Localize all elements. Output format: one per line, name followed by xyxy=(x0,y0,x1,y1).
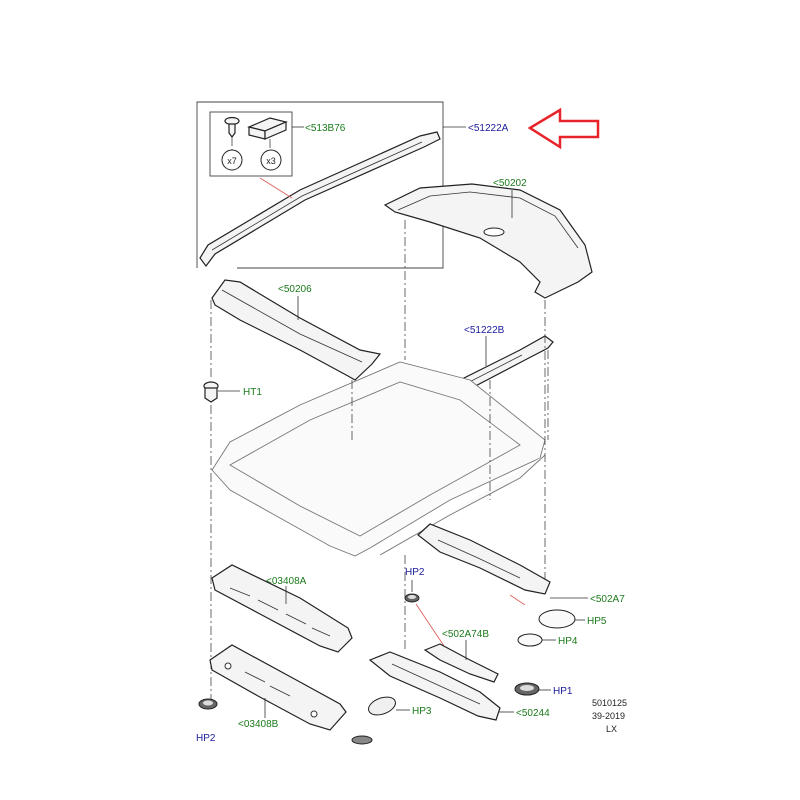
kit-frame xyxy=(196,101,444,269)
callout-502A74B: <502A74B xyxy=(442,629,489,640)
callout-HP1: HP1 xyxy=(553,686,573,697)
callout-HP4: HP4 xyxy=(558,636,578,647)
callout-HP3: HP3 xyxy=(412,706,432,717)
bow-03408A xyxy=(211,564,353,653)
callout-03408A: <03408A xyxy=(266,576,307,587)
callout-50206: <50206 xyxy=(278,284,312,295)
clip-icon xyxy=(224,116,240,150)
clip-HT1 xyxy=(203,381,219,403)
kit-inset-box: x7 x3 xyxy=(209,111,293,177)
bracket-50244 xyxy=(368,651,501,721)
callout-513B76: <513B76 xyxy=(305,123,346,134)
stamp-line-1: 5010125 xyxy=(592,698,627,708)
callout-51222B: <51222B xyxy=(464,325,505,336)
plug-HP3 xyxy=(368,696,396,716)
highlight-arrow xyxy=(527,107,600,150)
plug-HP1 xyxy=(514,682,540,696)
callout-HP2-lower: HP2 xyxy=(196,733,216,744)
bow-03408B xyxy=(209,644,347,731)
vehicle-roof-outline xyxy=(211,361,546,557)
stamp-line-2: 39-2019 xyxy=(592,711,625,721)
callout-03408B: <03408B xyxy=(238,719,279,730)
plug-HP2-lower xyxy=(198,698,218,710)
roof-panel xyxy=(383,183,593,299)
block-count: x3 xyxy=(266,156,276,166)
callout-HT1: HT1 xyxy=(243,387,262,398)
plug-HP2-upper xyxy=(404,593,420,603)
assembly-lines xyxy=(210,220,549,700)
bracket-502A74B xyxy=(423,643,499,683)
front-header-rail xyxy=(211,279,382,381)
stamp-line-3: LX xyxy=(606,724,617,734)
callout-51222A: <51222A xyxy=(468,123,509,134)
roof-rail-left xyxy=(199,131,441,267)
clip-count-badge xyxy=(221,149,243,171)
block-count-badge xyxy=(260,149,282,171)
callout-502A7: <502A7 xyxy=(590,594,625,605)
clip-count: x7 xyxy=(227,156,237,166)
bracket-502A7 xyxy=(417,523,551,595)
plug-HP5 xyxy=(538,609,576,629)
callout-HP5: HP5 xyxy=(587,616,607,627)
callout-50244: <50244 xyxy=(516,708,550,719)
block-icon xyxy=(247,117,288,150)
callout-50202: <50202 xyxy=(493,178,527,189)
plug-HP4 xyxy=(517,633,543,647)
callout-HP2-upper: HP2 xyxy=(405,567,425,578)
